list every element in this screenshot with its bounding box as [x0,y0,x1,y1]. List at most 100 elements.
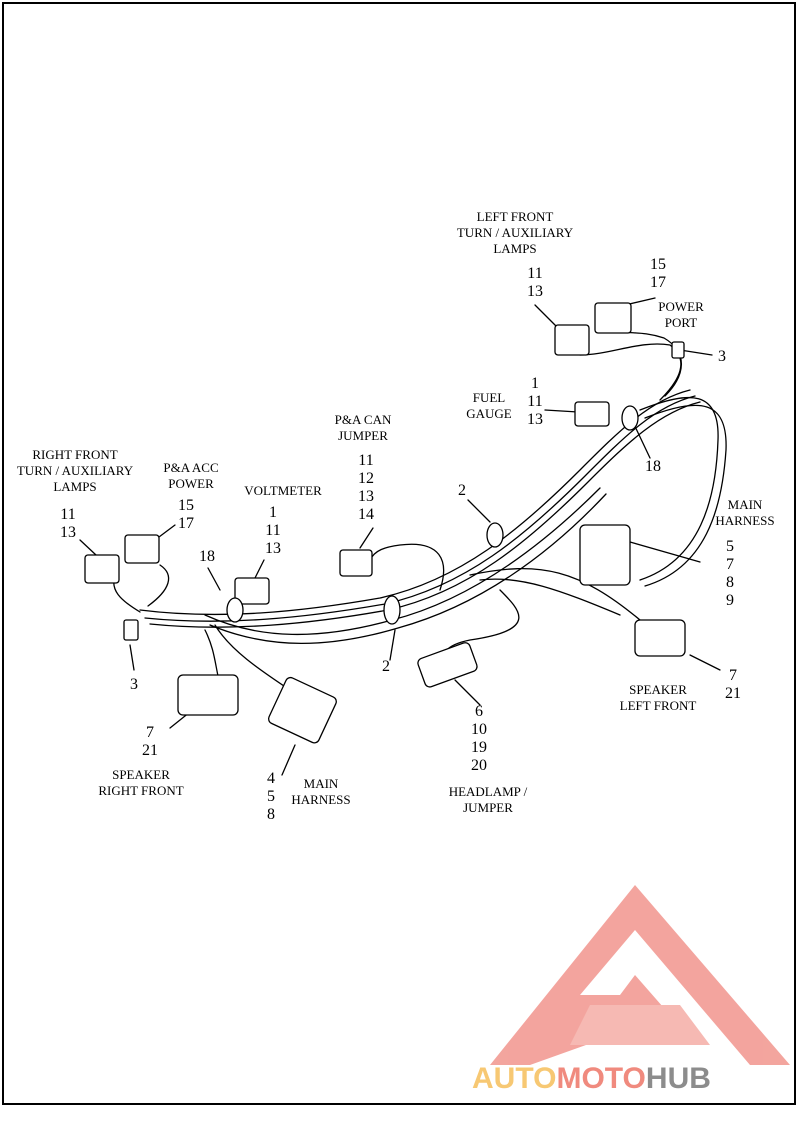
connector-fuel-gauge [574,401,610,427]
callout-number: 10 [471,721,487,738]
clip-18-right-number: 18 [638,458,668,476]
leader-line [689,654,721,671]
main-trunk-wire [144,395,696,622]
callout-number: 7 [729,667,737,684]
label-line: P&A ACC [163,460,219,475]
speaker-right-front-label: SPEAKER RIGHT FRONT [90,767,192,799]
callout-number: 18 [645,458,661,475]
branch-wire [579,343,682,401]
label-line: SPEAKER [629,682,687,697]
label-line: SPEAKER [112,767,170,782]
callout-number: 19 [471,739,487,756]
leader-line [467,499,491,523]
label-line: HARNESS [291,792,351,807]
callout-number: 13 [60,524,76,541]
label-line: LAMPS [493,241,537,256]
branch-wire [639,396,719,581]
leader-line [359,527,374,549]
power-port-clip-number: 3 [712,348,732,366]
connector-main-harness-right [579,524,631,586]
callout-number: 13 [358,488,374,505]
branch-wire [644,404,727,587]
callout-number: 3 [718,348,726,365]
speaker-left-front-label: SPEAKER LEFT FRONT [610,682,706,714]
logo-triangle-inner [570,1005,710,1045]
label-line: LEFT FRONT [476,209,554,224]
leader-line [129,644,135,671]
callout-number: 2 [382,658,390,675]
connector-voltmeter [234,577,270,605]
connector-main-harness-lower [267,676,337,744]
callout-number: 11 [527,393,543,410]
callout-number: 5 [726,538,734,555]
callout-number: 8 [267,806,275,823]
callout-number: 17 [650,274,666,291]
clip-18-left [226,597,244,623]
clip-3-left-number: 3 [124,676,144,694]
connector-headlamp [417,642,478,688]
label-line: MAIN [727,497,763,512]
callout-number: 21 [725,685,741,702]
pa-acc-power-label: P&A ACC POWER [153,460,229,492]
leader-line [79,539,97,556]
headlamp-jumper-numbers: 6 10 19 20 [464,703,494,775]
connector-speaker-right-front [177,674,239,716]
clip-2-upper-number: 2 [452,482,472,500]
callout-number: 8 [726,574,734,591]
speaker-left-front-numbers: 7 21 [720,667,746,703]
voltmeter-label: VOLTMETER [235,483,331,499]
clip-2-lower [383,595,401,625]
callout-number: 11 [265,522,281,539]
callout-number: 13 [527,411,543,428]
clip-2-lower-number: 2 [376,658,396,676]
callout-number: 17 [178,515,194,532]
label-line: PORT [664,315,698,330]
pa-acc-power-numbers: 15 17 [171,497,201,533]
leader-line [281,744,296,776]
main-harness-right-label: MAIN HARNESS [705,497,785,529]
left-front-turn-numbers: 11 13 [520,265,550,301]
label-line: FUEL [472,390,506,405]
label-line: LAMPS [53,479,97,494]
callout-number: 7 [726,556,734,573]
callout-number: 2 [458,482,466,499]
branch-wire [147,564,170,607]
callout-number: 14 [358,506,374,523]
leader-line [454,679,481,706]
callout-number: 11 [358,452,374,469]
leader-line [679,349,713,356]
label-line: RIGHT FRONT [32,447,118,462]
connector-right-front-lamps [84,554,120,584]
connector-left-front-lamps [554,324,590,356]
connector-speaker-left-front [634,619,686,657]
connector-pa-acc-power [124,534,160,564]
leader-line [389,629,396,661]
leader-line [544,409,579,413]
label-line: VOLTMETER [244,483,322,498]
leader-line [629,541,701,563]
right-front-turn-label: RIGHT FRONT TURN / AUXILIARY LAMPS [15,447,135,495]
pa-can-jumper-numbers: 11 12 13 14 [351,452,381,524]
fuel-gauge-label: FUEL GAUGE [458,390,520,422]
label-line: MAIN [303,776,339,791]
fuel-gauge-numbers: 1 11 13 [520,375,550,429]
label-line: GAUGE [466,406,512,421]
branch-wire [469,567,641,621]
logo-triangle-outer [490,885,790,1065]
power-port-numbers: 15 17 [643,256,673,292]
callout-number: 9 [726,592,734,609]
connector-power-port [594,302,632,334]
branch-wire [479,578,621,616]
label-line: TURN / AUXILIARY [16,463,134,478]
label-line: POWER [168,476,214,491]
headlamp-jumper-label: HEADLAMP / JUMPER [440,784,536,816]
callout-number: 18 [199,548,215,565]
callout-number: 20 [471,757,487,774]
label-line: TURN / AUXILIARY [456,225,574,240]
main-trunk-wire [209,493,607,645]
connector-pa-can-jumper [339,549,373,577]
leader-line [207,567,221,591]
main-harness-lower-numbers: 4 5 8 [261,770,281,824]
wordmark-hub: HUB [645,1062,711,1095]
